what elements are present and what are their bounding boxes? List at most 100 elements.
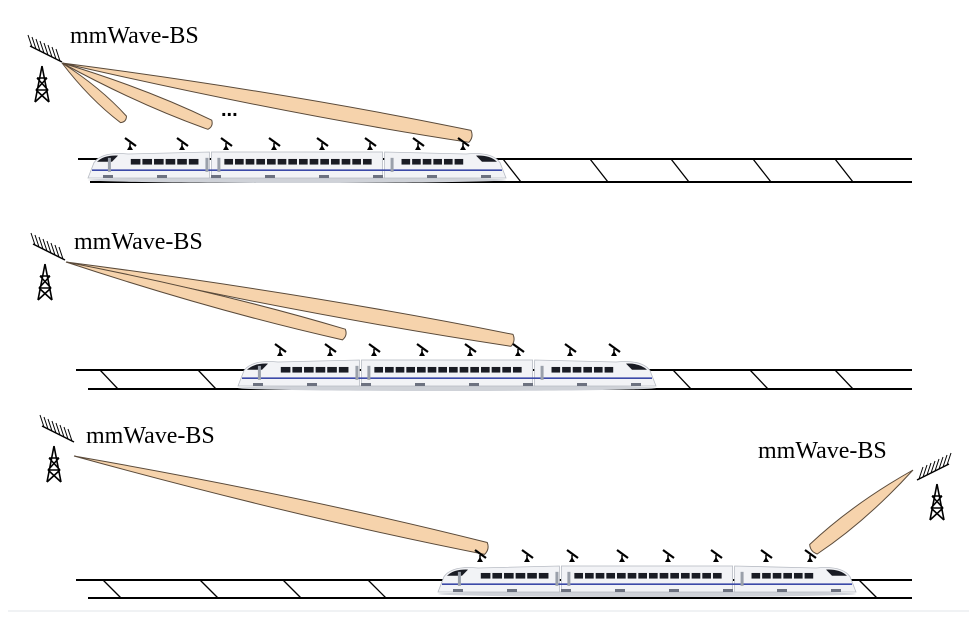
antenna-element	[47, 418, 53, 432]
train-window	[515, 572, 526, 579]
train-window	[606, 572, 616, 579]
train-window	[470, 366, 479, 373]
beam-panel2-short	[65, 261, 347, 341]
train-bogie	[831, 589, 841, 592]
train-car-tail	[734, 565, 857, 593]
train-bogie	[361, 383, 371, 386]
train-window	[492, 572, 503, 579]
bs-label-panel3-left: mmWave-BS	[86, 423, 215, 449]
train-window	[395, 366, 405, 373]
rail-sleeper	[834, 369, 854, 390]
train-window	[338, 366, 349, 373]
train-bogie	[373, 175, 383, 178]
antenna-element	[51, 420, 57, 434]
antenna-element	[63, 426, 69, 440]
rooftop-antenna-icon	[368, 343, 381, 356]
train-car-tail	[534, 359, 657, 387]
antenna-element	[35, 38, 41, 52]
rail-sleeper	[99, 369, 119, 390]
train-bogie	[427, 175, 437, 178]
train-bogie	[507, 589, 517, 592]
antenna-element	[31, 36, 37, 50]
train-window	[288, 158, 297, 165]
antenna-element	[43, 416, 49, 430]
antenna-element	[930, 460, 936, 474]
antenna-element	[42, 238, 48, 252]
rooftop-antenna-icon	[464, 343, 477, 356]
bs-label-panel3-right: mmWave-BS	[758, 438, 887, 464]
antenna-element	[922, 464, 928, 478]
antenna-element	[938, 456, 944, 470]
rail-sleeper	[282, 579, 302, 599]
train-window	[309, 158, 319, 165]
train-bogie	[265, 175, 275, 178]
rail-sleeper	[858, 579, 878, 599]
antenna-element	[55, 422, 61, 436]
train-window	[267, 158, 276, 165]
beam-panel2-long	[65, 261, 515, 347]
train-window	[448, 366, 458, 373]
train-door	[740, 571, 744, 586]
antenna-element	[39, 40, 45, 54]
train-window	[256, 158, 266, 165]
train-window	[504, 572, 514, 579]
train-window	[235, 158, 244, 165]
beam-panel1-short	[61, 62, 127, 124]
antenna-element	[946, 452, 952, 466]
train-window	[783, 572, 792, 579]
antenna-element	[38, 236, 44, 250]
more-beams-ellipsis: ...	[221, 99, 238, 121]
train-window	[691, 572, 701, 579]
antenna-element	[30, 232, 36, 246]
train-window	[245, 158, 255, 165]
train-bogie	[103, 175, 113, 178]
train-bogie	[615, 589, 625, 592]
train-window	[438, 366, 447, 373]
train-bogie	[561, 589, 571, 592]
train-window	[593, 366, 603, 373]
base-station-tower-icon	[39, 414, 75, 483]
antenna-element	[918, 466, 924, 480]
train-bogie	[631, 383, 641, 386]
train-window	[406, 366, 416, 373]
train-window	[422, 158, 432, 165]
train-window	[659, 572, 669, 579]
train-window	[280, 366, 291, 373]
train-window	[459, 366, 469, 373]
train-window	[177, 158, 187, 165]
train-bogie	[481, 175, 491, 178]
train-window	[648, 572, 658, 579]
train-window	[712, 572, 722, 579]
rooftop-antenna-icon	[220, 137, 233, 150]
train-window	[341, 158, 351, 165]
train-car-middle	[211, 151, 383, 179]
bs-label-panel1-left: mmWave-BS	[70, 23, 199, 49]
lattice-tower	[929, 483, 945, 521]
train-window	[502, 366, 511, 373]
rooftop-antenna-icon	[124, 137, 137, 150]
rooftop-antenna-icon	[616, 549, 629, 562]
train-window	[512, 366, 522, 373]
train-bogie	[415, 383, 425, 386]
train-window	[527, 572, 537, 579]
rooftop-antenna-icon	[662, 549, 675, 562]
beam-panel3-right	[809, 469, 914, 555]
train-window	[572, 366, 582, 373]
train-door	[457, 571, 461, 586]
train-window	[604, 366, 614, 373]
train-door	[540, 365, 544, 380]
train-window	[617, 572, 626, 579]
rooftop-antenna-icon	[176, 137, 189, 150]
train-bogie	[523, 383, 533, 386]
rail-sleeper	[670, 158, 690, 183]
train-bogie	[723, 589, 733, 592]
train-car-head	[237, 359, 360, 387]
train-window	[130, 158, 141, 165]
rooftop-antenna-icon	[416, 343, 429, 356]
train-window	[454, 158, 464, 165]
rail-sleeper	[102, 579, 122, 599]
train-window	[417, 366, 426, 373]
train-car-head	[87, 151, 210, 179]
